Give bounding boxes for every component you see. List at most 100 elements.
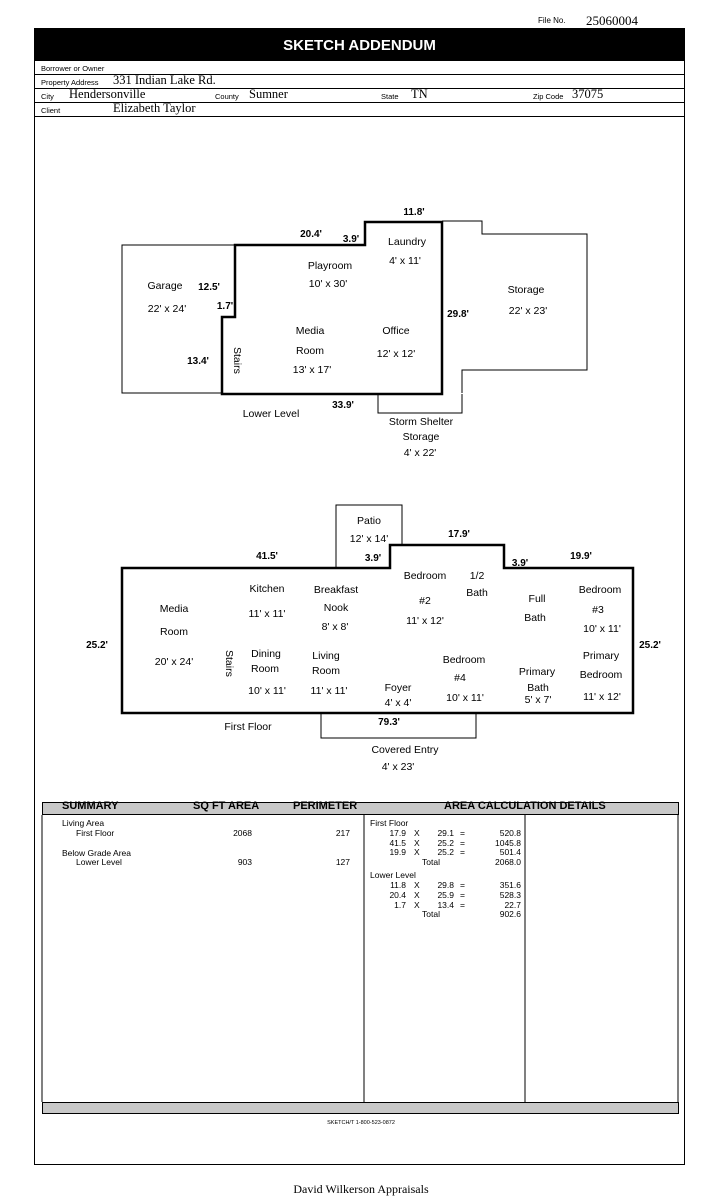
lower-stairs-label: Stairs <box>231 347 243 374</box>
full-bath-label-2: Bath <box>524 612 546 624</box>
bedroom4-label-1: Bedroom <box>442 654 486 666</box>
calc-a: 19.9 <box>389 847 406 857</box>
covered-entry-outline <box>320 713 477 739</box>
primary-bedroom-label-1: Primary <box>582 650 620 662</box>
covered-entry-label: Covered Entry <box>371 744 439 756</box>
patio-outline <box>335 504 403 568</box>
lower-dim-13-4: 13.4' <box>187 356 209 367</box>
lower-level-caption: Lower Level <box>242 408 300 420</box>
media-room-size: 20' x 24' <box>154 656 194 668</box>
bedroom2-label-2: #2 <box>419 595 431 607</box>
first-dim-79-3: 79.3' <box>378 717 400 728</box>
bedroom4-size: 10' x 11' <box>446 692 484 704</box>
calc-a: 41.5 <box>389 838 406 848</box>
bedroom2-label-1: Bedroom <box>403 570 447 582</box>
borrower-label: Borrower or Owner <box>41 64 105 73</box>
lower-dim-1-7: 1.7' <box>216 301 234 312</box>
calc-result: 1045.8 <box>495 838 521 848</box>
first-dim-3-9-a: 3.9' <box>364 553 382 564</box>
breakfast-nook-label-1: Breakfast <box>313 584 359 596</box>
state-label: State <box>381 92 399 101</box>
lower-dim-11-8: 11.8' <box>403 207 425 218</box>
covered-entry-size: 4' x 23' <box>381 761 415 773</box>
storm-shelter-size: 4' x 22' <box>403 447 437 459</box>
calc-result: 22.7 <box>504 900 521 910</box>
storm-shelter-label-1: Storm Shelter <box>388 416 454 428</box>
first-floor-outline <box>120 543 635 715</box>
city-value: Hendersonville <box>69 87 146 101</box>
storm-shelter-label-2: Storage <box>402 431 440 443</box>
first-dim-41-5: 41.5' <box>256 551 278 562</box>
bedroom4-label-2: #4 <box>454 672 466 684</box>
bedroom3-label-1: Bedroom <box>578 584 622 596</box>
garage-label: Garage <box>147 280 183 292</box>
ll-total-label: Total <box>422 909 440 919</box>
kitchen-size: 11' x 11' <box>248 608 286 620</box>
footer-company: David Wilkerson Appraisals <box>293 1182 429 1196</box>
foyer-label: Foyer <box>384 682 412 694</box>
lower-dim-29-8: 29.8' <box>447 309 469 320</box>
calc-op: X <box>414 880 420 890</box>
first-floor-perimeter: 217 <box>335 828 350 838</box>
page-frame <box>34 28 685 1165</box>
bedroom3-size: 10' x 11' <box>583 623 621 635</box>
borrower-row: Borrower or Owner <box>35 61 684 75</box>
first-dim-3-9-b: 3.9' <box>511 558 529 569</box>
storm-shelter-outline <box>377 394 463 414</box>
first-floor-caption: First Floor <box>224 721 272 733</box>
address-row: Property Address 331 Indian Lake Rd. <box>35 73 684 89</box>
living-area-label: Living Area <box>62 818 105 828</box>
calc-result: 528.3 <box>499 890 521 900</box>
first-floor-sqft: 2068 <box>233 828 252 838</box>
first-dim-17-9: 17.9' <box>448 529 470 540</box>
media-room-label-1: Media <box>295 325 325 337</box>
city-label: City <box>41 92 54 101</box>
state-value: TN <box>411 87 428 101</box>
calc-b: 25.2 <box>437 847 454 857</box>
calc-b: 29.1 <box>437 828 454 838</box>
file-number: 25060004 <box>586 13 638 28</box>
calc-eq: = <box>460 900 465 910</box>
first-dim-25-2-right: 25.2' <box>639 640 661 651</box>
calc-op: X <box>414 900 420 910</box>
living-room-label-1: Living <box>312 650 340 662</box>
summary-header-bar <box>42 802 679 815</box>
patio-label: Patio <box>357 515 381 527</box>
dining-room-label-2: Room <box>250 663 280 675</box>
primary-bath-size: 5' x 7' <box>524 694 552 706</box>
breakfast-nook-label-2: Nook <box>323 602 349 614</box>
sketchit-credit: SKETCH/T 1-800-523-0872 <box>327 1120 395 1126</box>
storage-outline <box>442 220 588 393</box>
calc-a: 20.4 <box>389 890 406 900</box>
first-dim-25-2-left: 25.2' <box>86 640 108 651</box>
playroom-label: Playroom <box>307 260 353 272</box>
address-value: 331 Indian Lake Rd. <box>113 73 216 87</box>
first-stairs-label: Stairs <box>223 650 235 677</box>
area-calc-heading: AREA CALCULATION DETAILS <box>444 800 606 812</box>
county-label: County <box>215 92 239 101</box>
calc-eq: = <box>460 890 465 900</box>
living-room-label-2: Room <box>311 665 341 677</box>
calc-op: X <box>414 828 420 838</box>
garage-size: 22' x 24' <box>147 303 187 315</box>
ff-total-value: 2068.0 <box>495 857 521 867</box>
below-grade-label: Below Grade Area <box>62 848 131 858</box>
calc-op: X <box>414 838 420 848</box>
half-bath-label-2: Bath <box>466 587 488 599</box>
lower-dim-3-9: 3.9' <box>342 234 360 245</box>
calc-op: X <box>414 890 420 900</box>
calc-eq: = <box>460 880 465 890</box>
ll-details-title: Lower Level <box>370 870 416 880</box>
patio-size: 12' x 14' <box>349 533 389 545</box>
media-room-label-1: Media <box>159 603 189 615</box>
media-room-label-2: Room <box>295 345 325 357</box>
primary-bath-label-1: Primary <box>518 666 556 678</box>
county-value: Sumner <box>249 87 288 101</box>
full-bath-label-1: Full <box>528 593 546 605</box>
dining-room-size: 10' x 11' <box>248 685 286 697</box>
office-size: 12' x 12' <box>376 348 416 360</box>
client-label: Client <box>41 106 61 115</box>
summary-heading: SUMMARY <box>62 800 119 812</box>
ff-details-title: First Floor <box>370 818 409 828</box>
media-room-label-2: Room <box>159 626 189 638</box>
